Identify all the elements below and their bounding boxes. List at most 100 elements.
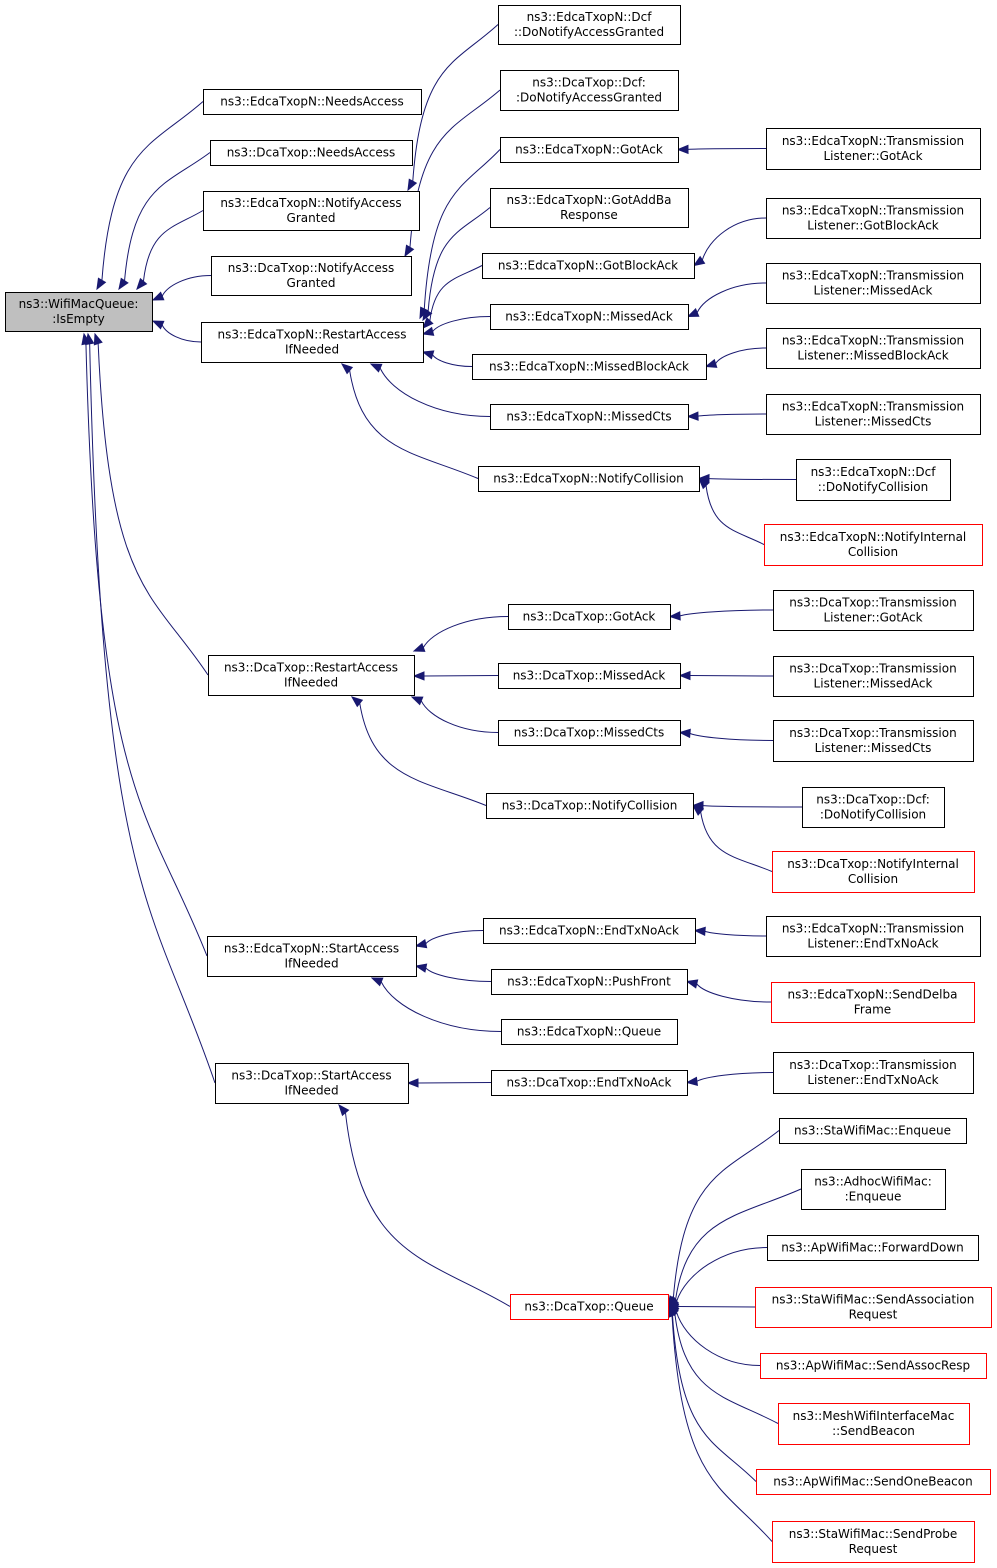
node-d-missedack[interactable]: ns3::DcaTxop::MissedAck — [498, 663, 681, 689]
node-e-endtx[interactable]: ns3::EdcaTxopN::EndTxNoAck — [483, 918, 696, 944]
node-adhoc-enqueue[interactable]: ns3::AdhocWifiMac::Enqueue — [801, 1169, 946, 1210]
node-e-notifyacc[interactable]: ns3::EdcaTxopN::NotifyAccessGranted — [203, 191, 420, 231]
arrowhead — [412, 642, 426, 652]
node-d-notifyacc[interactable]: ns3::DcaTxop::NotifyAccessGranted — [211, 256, 412, 296]
arrowhead — [350, 696, 364, 708]
node-e-missedack[interactable]: ns3::EdcaTxopN::MissedAck — [490, 304, 689, 330]
node-root[interactable]: ns3::WifiMacQueue::IsEmpty — [5, 292, 153, 332]
node-d-tl-missedack[interactable]: ns3::DcaTxop::TransmissionListener::Miss… — [773, 656, 974, 697]
node-mesh-sendbeacon[interactable]: ns3::MeshWifiInterfaceMac::SendBeacon — [778, 1403, 970, 1445]
node-box — [767, 1235, 979, 1261]
node-d-tl-gotack[interactable]: ns3::DcaTxop::TransmissionListener::GotA… — [773, 590, 974, 631]
arrowhead — [93, 332, 103, 346]
node-d-tl-missedcts[interactable]: ns3::DcaTxop::TransmissionListener::Miss… — [773, 720, 974, 762]
node-e-tl-gotack[interactable]: ns3::EdcaTxopN::TransmissionListener::Go… — [766, 128, 981, 170]
arrowhead — [414, 939, 428, 949]
node-label: ns3::EdcaTxopN::EndTxNoAck — [499, 924, 679, 938]
node-label: ns3::DcaTxop::Queue — [524, 1300, 653, 1314]
arrowhead — [698, 477, 710, 490]
edge-d-start-to-root — [89, 343, 216, 1084]
node-box — [490, 188, 689, 228]
node-e-dcf-dona[interactable]: ns3::EdcaTxopN::Dcf::DoNotifyAccessGrant… — [498, 5, 681, 45]
node-box — [773, 1052, 974, 1094]
node-d-needs[interactable]: ns3::DcaTxop::NeedsAccess — [210, 140, 413, 166]
node-d-dcf-dona[interactable]: ns3::DcaTxop::Dcf::DoNotifyAccessGranted — [500, 70, 679, 111]
edge-d-missedcts-to-d-restart — [420, 700, 499, 733]
node-e-gotack[interactable]: ns3::EdcaTxopN::GotAck — [500, 137, 679, 163]
node-box — [764, 524, 983, 566]
node-box — [766, 394, 981, 435]
node-box — [490, 404, 689, 430]
node-e-tl-endtx[interactable]: ns3::EdcaTxopN::TransmissionListener::En… — [766, 916, 981, 957]
edge-e-dcf-donc-to-e-notifycoll — [708, 478, 797, 480]
node-ap-sendassocresp[interactable]: ns3::ApWifiMac::SendAssocResp — [760, 1353, 987, 1379]
node-e-gotblock[interactable]: ns3::EdcaTxopN::GotBlockAck — [482, 253, 695, 279]
edge-e-gotack-to-e-restart — [423, 149, 501, 309]
node-label: ns3::DcaTxop::NeedsAccess — [227, 146, 396, 160]
edge-mesh-sendbeacon-to-d-queue — [674, 1313, 779, 1424]
arrowhead — [340, 363, 354, 375]
node-label: ns3::ApWifiMac::SendAssocResp — [776, 1359, 970, 1373]
edge-e-missedack-to-e-restart — [432, 316, 491, 332]
node-d-endtx[interactable]: ns3::DcaTxop::EndTxNoAck — [491, 1070, 688, 1096]
node-box — [210, 140, 413, 166]
edge-sta-sendprobe-to-d-queue — [671, 1315, 773, 1542]
node-box — [482, 253, 695, 279]
node-e-notifycoll[interactable]: ns3::EdcaTxopN::NotifyCollision — [478, 466, 700, 492]
arrowhead — [151, 291, 165, 301]
node-e-tl-missedack[interactable]: ns3::EdcaTxopN::TransmissionListener::Mi… — [766, 263, 981, 304]
node-label: ns3::EdcaTxopN::GotBlockAck — [498, 259, 678, 273]
node-e-dcf-donc[interactable]: ns3::EdcaTxopN::Dcf::DoNotifyCollision — [796, 459, 951, 501]
node-ap-forward[interactable]: ns3::ApWifiMac::ForwardDown — [767, 1235, 979, 1261]
node-ap-sendonebeacon[interactable]: ns3::ApWifiMac::SendOneBeacon — [756, 1469, 991, 1495]
edge-ap-sendonebeacon-to-d-queue — [671, 1315, 757, 1482]
node-sta-enqueue[interactable]: ns3::StaWifiMac::Enqueue — [779, 1118, 967, 1144]
arrowhead — [422, 308, 433, 322]
arrowhead — [407, 178, 418, 192]
node-d-dcf-donc[interactable]: ns3::DcaTxop::Dcf::DoNotifyCollision — [802, 787, 945, 828]
arrowhead — [118, 277, 129, 291]
node-label: :Enqueue — [845, 1190, 902, 1204]
node-box — [773, 720, 974, 762]
node-box — [498, 720, 681, 746]
node-label: ns3::EdcaTxopN::Dcf — [811, 465, 937, 479]
node-d-tl-endtx[interactable]: ns3::DcaTxop::TransmissionListener::EndT… — [773, 1052, 974, 1094]
node-d-notifycoll[interactable]: ns3::DcaTxop::NotifyCollision — [486, 793, 694, 819]
node-e-tl-missedcts[interactable]: ns3::EdcaTxopN::TransmissionListener::Mi… — [766, 394, 981, 435]
node-e-queue[interactable]: ns3::EdcaTxopN::Queue — [501, 1019, 678, 1045]
node-e-tl-gotblock[interactable]: ns3::EdcaTxopN::TransmissionListener::Go… — [766, 198, 981, 239]
node-label: ns3::EdcaTxopN::PushFront — [507, 975, 671, 989]
node-e-needs[interactable]: ns3::EdcaTxopN::NeedsAccess — [203, 89, 422, 115]
node-box — [207, 936, 417, 977]
edge-e-queue-to-e-start — [380, 981, 502, 1032]
node-label: ns3::DcaTxop::Transmission — [789, 1058, 956, 1072]
node-box — [772, 851, 975, 893]
node-label: Listener::MissedAck — [814, 677, 933, 691]
node-e-missedblock[interactable]: ns3::EdcaTxopN::MissedBlockAck — [472, 354, 707, 380]
node-d-missedcts[interactable]: ns3::DcaTxop::MissedCts — [498, 720, 681, 746]
node-d-queue[interactable]: ns3::DcaTxop::Queue — [510, 1294, 669, 1320]
node-e-missedcts[interactable]: ns3::EdcaTxopN::MissedCts — [490, 404, 689, 430]
node-label: ns3::EdcaTxopN::Queue — [517, 1025, 661, 1039]
edge-e-notifycoll-to-e-restart — [349, 370, 479, 479]
node-d-gotack[interactable]: ns3::DcaTxop::GotAck — [508, 604, 671, 630]
node-e-tl-missedblock[interactable]: ns3::EdcaTxopN::TransmissionListener::Mi… — [766, 328, 981, 369]
arrowhead — [96, 277, 107, 291]
arrowhead — [404, 244, 415, 258]
node-label: ns3::EdcaTxopN::NotifyCollision — [493, 472, 684, 486]
arrowhead — [693, 926, 706, 937]
node-e-pushfront[interactable]: ns3::EdcaTxopN::PushFront — [491, 969, 688, 995]
node-label: ns3::DcaTxop::RestartAccess — [224, 661, 398, 675]
edge-d-queue-to-d-start — [344, 1112, 511, 1307]
